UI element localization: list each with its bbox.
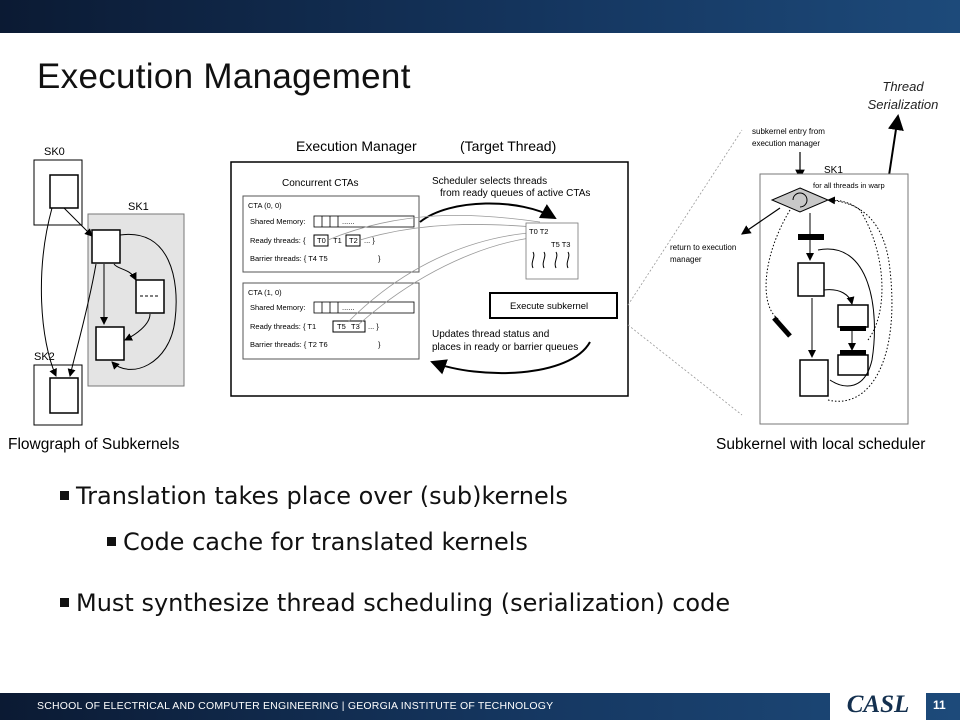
concurrent-ctas-label: Concurrent CTAs <box>282 178 359 189</box>
update-arrow <box>430 341 591 375</box>
cta1-barrier-close: } <box>378 340 381 349</box>
cta1-t5: T5 <box>337 322 346 331</box>
bullet-1: Translation takes place over (sub)kernel… <box>60 482 568 510</box>
update-note-1: Updates thread status and <box>432 329 549 340</box>
cta0-t2: T2 <box>349 236 358 245</box>
bullet-1-text: Translation takes place over (sub)kernel… <box>76 482 568 510</box>
sk2-label: SK2 <box>34 351 55 363</box>
update-note-2: places in ready or barrier queues <box>432 342 578 353</box>
execute-subkernel-box <box>489 292 618 319</box>
flowgraph-caption: Flowgraph of Subkernels <box>8 436 180 453</box>
cta0-memory-bar <box>313 215 415 228</box>
bullet-2-text: Code cache for translated kernels <box>123 528 528 556</box>
cta0-shared-memory: Shared Memory: <box>250 217 305 226</box>
local-sk1-label: SK1 <box>824 165 843 176</box>
bullet-square-icon <box>60 490 69 500</box>
cta0-memory-dots: ...... <box>342 217 355 226</box>
entry-note-1: subkernel entry from <box>752 127 825 136</box>
flowgraph: SK0 SK1 SK2 <box>33 146 185 426</box>
thread-serialization-label: Thread Serialization <box>848 78 958 114</box>
cta0-t0: T0 <box>317 236 326 245</box>
selected-threads-top: T0 T2 <box>529 227 548 236</box>
bullet-square-icon <box>107 536 116 546</box>
footer-text: SCHOOL OF ELECTRICAL AND COMPUTER ENGINE… <box>37 700 554 712</box>
cta0-barrier-close: } <box>378 254 381 263</box>
bullet-3: Must synthesize thread scheduling (seria… <box>60 589 730 617</box>
cta1-memory-bar <box>313 301 415 314</box>
cta1-memory-dots: ...... <box>342 303 355 312</box>
execution-figure: SK0 SK1 SK2 Execution Manager (Target Th… <box>8 114 925 453</box>
scheduler-note-1: Scheduler selects threads <box>432 176 547 187</box>
execute-subkernel-label: Execute subkernel <box>510 301 588 312</box>
selected-threads-bottom: T5 T3 <box>551 240 570 249</box>
local-block-a <box>797 262 825 297</box>
cta1-ready-prefix: Ready threads: { T1 <box>250 322 316 331</box>
scheduler-diamond <box>770 187 830 213</box>
local-scheduler-caption: Subkernel with local scheduler <box>716 436 925 453</box>
sk2-block <box>49 377 79 414</box>
local-sk1-box <box>759 173 909 425</box>
return-note-1: return to execution <box>670 243 736 252</box>
sk0-block <box>49 174 79 209</box>
bullet-2: Code cache for translated kernels <box>107 528 528 556</box>
bullet-3-text: Must synthesize thread scheduling (seria… <box>76 589 731 617</box>
em-title: Execution Manager <box>296 138 417 154</box>
sk1-label: SK1 <box>128 201 149 213</box>
cta0-t0-box <box>313 234 329 247</box>
casl-logo: CASL <box>830 690 926 720</box>
cta1-label: CTA (1, 0) <box>248 288 282 297</box>
cta0-t1: T1 <box>333 236 342 245</box>
thread-serialization-line2: Serialization <box>867 97 939 112</box>
local-scheduler: subkernel entry from execution manager S… <box>670 114 909 425</box>
em-subtitle: (Target Thread) <box>460 138 556 154</box>
cta1-t3: T3 <box>351 322 360 331</box>
cta1-barrier: Barrier threads: { T2 T6 <box>250 340 328 349</box>
thread-serialization-arrow <box>887 114 904 183</box>
cta0-barrier: Barrier threads: { T4 T5 <box>250 254 328 263</box>
local-block-d <box>799 359 829 397</box>
cta0-ready-prefix: Ready threads: { <box>250 236 306 245</box>
top-banner <box>0 0 960 33</box>
selected-threads-box <box>525 222 579 280</box>
sk0-label: SK0 <box>44 146 65 158</box>
slide-title: Execution Management <box>37 57 411 96</box>
return-note-2: manager <box>670 255 702 264</box>
thread-serialization-line1: Thread <box>882 79 924 94</box>
scheduler-note-2: from ready queues of active CTAs <box>440 188 590 199</box>
cta1-box <box>242 282 420 360</box>
local-block-c <box>837 354 869 376</box>
cta0-ready-suffix: ... } <box>364 236 375 245</box>
cta1-shared-memory: Shared Memory: <box>250 303 305 312</box>
bullet-square-icon <box>60 597 69 607</box>
all-threads-label: for all threads in warp <box>813 181 885 190</box>
page-number: 11 <box>933 698 946 712</box>
cta0-label: CTA (0, 0) <box>248 201 282 210</box>
cta1-ready-suffix: ... } <box>368 322 379 331</box>
execution-manager: Execution Manager (Target Thread) Concur… <box>230 138 629 397</box>
scheduler-arrow <box>419 202 557 223</box>
footer-bar: SCHOOL OF ELECTRICAL AND COMPUTER ENGINE… <box>0 690 960 720</box>
entry-note-2: execution manager <box>752 139 820 148</box>
cta0-t2-box <box>345 234 361 247</box>
sk1-block-c <box>95 326 125 361</box>
sk1-block-a <box>91 229 121 264</box>
local-block-b <box>837 304 869 328</box>
cta0-box <box>242 195 420 273</box>
